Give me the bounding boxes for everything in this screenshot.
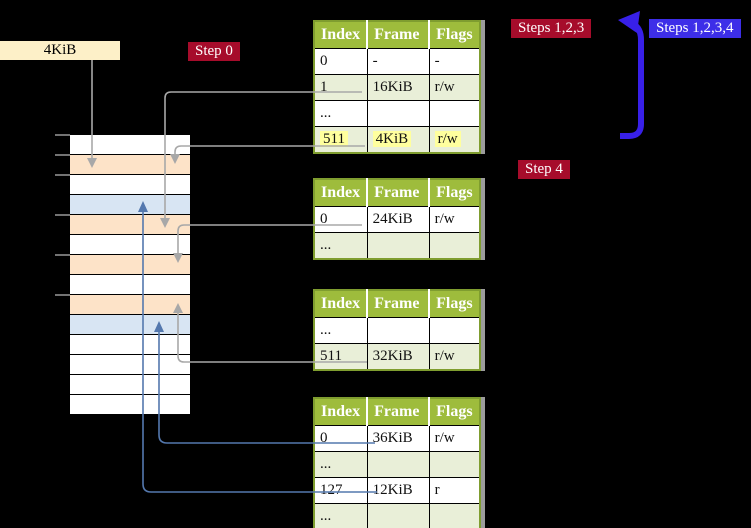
table-header-row: Index Frame Flags <box>314 21 480 49</box>
cell-flags <box>428 317 481 344</box>
table-row: 0 36KiB r/w <box>313 425 481 452</box>
step-4-label: Step 4 <box>518 160 570 179</box>
cell-frame <box>366 317 430 344</box>
page-table-3: Index Frame Flags ... 511 32KiB r/w <box>313 289 481 371</box>
column-header-index: Index <box>314 21 369 49</box>
cell-flags: r/w <box>428 126 481 154</box>
column-header-flags: Flags <box>429 290 480 318</box>
cell-frame: 4KiB <box>366 126 430 154</box>
cell-flags <box>428 232 481 260</box>
memory-frame-row-6 <box>70 235 190 255</box>
cell-index: ... <box>313 451 368 478</box>
cell-index: 1 <box>313 74 368 101</box>
memory-frame-row-14 <box>70 395 190 415</box>
table-row-highlighted: 511 4KiB r/w <box>313 126 481 154</box>
table-row: 0 24KiB r/w <box>313 206 481 233</box>
cell-index: ... <box>313 503 368 528</box>
cell-frame <box>366 451 430 478</box>
memory-frame-row-8 <box>70 275 190 295</box>
cell-flags: r/w <box>428 425 481 452</box>
column-header-frame: Frame <box>367 179 431 207</box>
memory-frame-row-4 <box>70 195 190 215</box>
cell-flags: r <box>428 477 481 504</box>
memory-frame-row-10 <box>70 315 190 335</box>
cell-frame: 32KiB <box>366 343 430 371</box>
cell-flags: r/w <box>428 343 481 371</box>
cell-index: 511 <box>313 343 368 371</box>
table-row: ... <box>313 317 481 344</box>
table-header-row: Index Frame Flags <box>314 290 480 318</box>
cell-index: ... <box>313 317 368 344</box>
frame-size-label: 4KiB <box>0 41 120 60</box>
cell-frame <box>366 100 430 127</box>
column-header-flags: Flags <box>429 21 480 49</box>
memory-frame-row-12 <box>70 355 190 375</box>
cell-frame <box>366 503 430 528</box>
column-header-index: Index <box>314 179 369 207</box>
memory-frame-row-7 <box>70 255 190 275</box>
cell-index: 0 <box>313 206 368 233</box>
table-row: 511 32KiB r/w <box>313 343 481 371</box>
cell-index: ... <box>313 232 368 260</box>
cell-frame: - <box>366 48 430 75</box>
cell-flags <box>428 451 481 478</box>
cell-index: 127 <box>313 477 368 504</box>
page-table-1: Index Frame Flags 0 - - 1 16KiB r/w ... … <box>313 20 481 154</box>
page-table-4: Index Frame Flags 0 36KiB r/w ... 127 12… <box>313 397 481 528</box>
cell-flags <box>428 100 481 127</box>
cell-frame: 24KiB <box>366 206 430 233</box>
cell-index: 0 <box>313 425 368 452</box>
cell-frame <box>366 232 430 260</box>
steps-123-label: Steps 1,2,3 <box>511 19 592 38</box>
page-table-2: Index Frame Flags 0 24KiB r/w ... <box>313 178 481 260</box>
memory-frame-row-5 <box>70 215 190 235</box>
table-row: ... <box>313 503 481 528</box>
table-header-row: Index Frame Flags <box>314 179 480 207</box>
column-header-index: Index <box>314 398 369 426</box>
steps-flow-arrow <box>618 11 644 139</box>
table-row: 127 12KiB r <box>313 477 481 504</box>
cell-index: ... <box>313 100 368 127</box>
memory-frame-row-2 <box>70 155 190 175</box>
column-header-index: Index <box>314 290 369 318</box>
memory-frame-row-13 <box>70 375 190 395</box>
column-header-flags: Flags <box>429 179 480 207</box>
cell-flags: - <box>428 48 481 75</box>
memory-frame-row-11 <box>70 335 190 355</box>
steps-1234-label: Steps 1,2,3,4 <box>649 19 741 38</box>
table-row: 1 16KiB r/w <box>313 74 481 101</box>
memory-frame-row-1 <box>70 135 190 155</box>
table-header-row: Index Frame Flags <box>314 398 480 426</box>
memory-frame-row-9 <box>70 295 190 315</box>
cell-index: 0 <box>313 48 368 75</box>
table-row: ... <box>313 100 481 127</box>
table-row: 0 - - <box>313 48 481 75</box>
cell-flags: r/w <box>428 206 481 233</box>
cell-index: 511 <box>313 126 368 154</box>
cell-flags: r/w <box>428 74 481 101</box>
memory-frame-row-3 <box>70 175 190 195</box>
column-header-frame: Frame <box>367 398 431 426</box>
cell-frame: 36KiB <box>366 425 430 452</box>
column-header-frame: Frame <box>367 290 431 318</box>
cell-flags <box>428 503 481 528</box>
memory-tick-marks <box>55 134 70 296</box>
cell-frame: 12KiB <box>366 477 430 504</box>
cell-frame: 16KiB <box>366 74 430 101</box>
step-0-label: Step 0 <box>188 42 240 61</box>
table-row: ... <box>313 451 481 478</box>
table-row: ... <box>313 232 481 260</box>
column-header-frame: Frame <box>367 21 431 49</box>
column-header-flags: Flags <box>429 398 480 426</box>
physical-memory-column <box>70 135 190 415</box>
